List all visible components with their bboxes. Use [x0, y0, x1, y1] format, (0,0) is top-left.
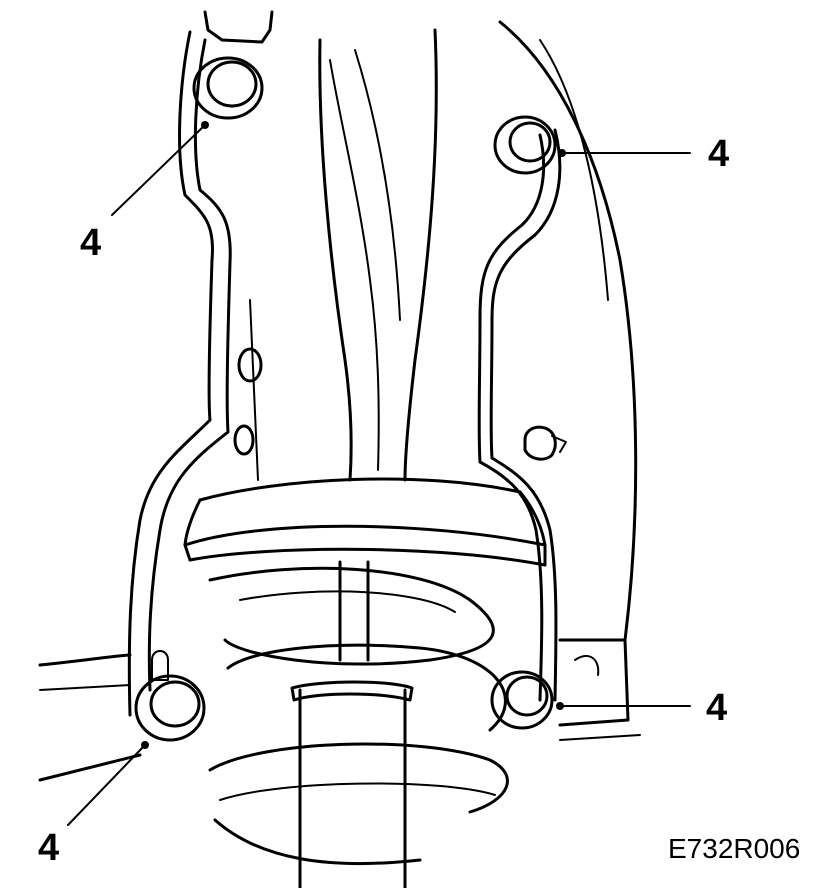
strut-tower-crease	[329, 59, 380, 471]
callout-top-left: 4	[80, 222, 101, 264]
right-bracket-inner	[477, 133, 546, 702]
bolt-bottom-right	[490, 670, 554, 730]
left-bracket-outer	[127, 30, 215, 717]
callout-bottom-left: 4	[38, 827, 59, 869]
fender-curve-right	[498, 20, 638, 642]
spring-seat-lower	[188, 547, 547, 567]
bracket-slot-lower	[233, 424, 255, 456]
fender-curve-right-inner	[539, 39, 609, 301]
leader-line-top-left	[111, 124, 206, 216]
spring-seat-rim	[183, 524, 547, 547]
strut-tube-cap	[290, 680, 414, 702]
lower-panel-right-2	[559, 734, 641, 741]
bolt-bottom-left	[134, 674, 206, 742]
strut-tower-crease-2	[354, 49, 401, 321]
right-bracket-outer	[489, 128, 562, 702]
leader-line-bottom-left	[67, 744, 146, 826]
spring-seat-left	[183, 498, 202, 547]
bolt-top-left	[192, 56, 264, 120]
coil-spring-turn-3	[208, 742, 509, 814]
coil-spring-turn-4	[213, 818, 422, 866]
callout-top-right: 4	[708, 133, 729, 175]
callout-bottom-right: 4	[706, 687, 727, 729]
coil-spring-turn-2	[226, 643, 507, 732]
lower-panel-left	[38, 653, 132, 667]
body-panel-outline	[203, 10, 274, 44]
coil-spring-turn-1	[208, 566, 495, 666]
bracket-slot-upper	[237, 347, 263, 383]
right-pin-stud	[523, 425, 557, 461]
lower-panel-left-3	[38, 753, 142, 782]
left-bracket-flange	[249, 299, 259, 481]
bolt-top-right	[493, 115, 557, 175]
left-bracket-inner	[147, 38, 232, 692]
strut-tower-left-edge	[318, 38, 353, 482]
lower-panel-right	[558, 638, 630, 727]
coil-spring-turn-1-inner	[239, 590, 456, 613]
spring-seat-top	[198, 477, 522, 502]
lower-panel-left-2	[39, 684, 131, 691]
spring-seat-right	[518, 490, 547, 547]
coil-spring-turn-3b	[219, 782, 496, 801]
strut-tower-right-edge	[403, 28, 438, 482]
figure-code: E732R006	[668, 833, 800, 864]
